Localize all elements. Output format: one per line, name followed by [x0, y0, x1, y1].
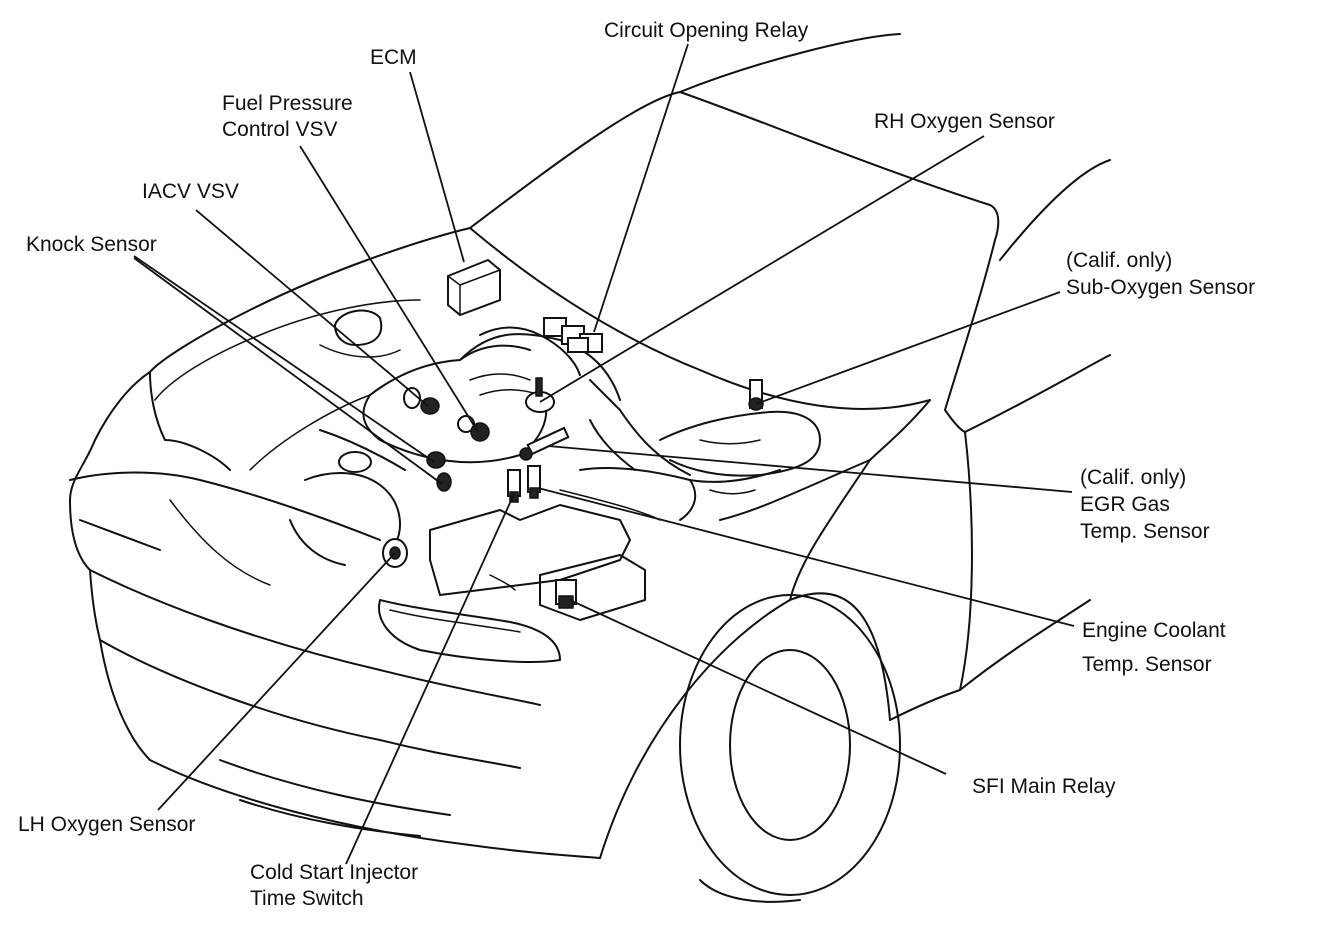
label-fuel-pressure-line1: Fuel Pressure — [222, 92, 353, 115]
cold-start-time-switch-part — [507, 469, 521, 503]
label-fuel-pressure-line2: Control VSV — [222, 118, 338, 141]
label-sfi-main-relay: SFI Main Relay — [972, 775, 1116, 798]
label-egr-line3: Temp. Sensor — [1080, 520, 1210, 543]
label-iacv-vsv: IACV VSV — [142, 180, 239, 203]
label-sub-oxygen-line2: Sub-Oxygen Sensor — [1066, 276, 1255, 299]
circuit-opening-relay-part — [543, 317, 603, 353]
label-cold-start-line2: Time Switch — [250, 887, 364, 910]
egr-gas-temp-sensor-part — [519, 426, 570, 461]
label-coolant-line2: Temp. Sensor — [1082, 653, 1212, 676]
fuel-pressure-vsv-part — [457, 415, 490, 442]
coolant-temp-sensor-part — [527, 465, 541, 499]
label-circuit-opening-relay: Circuit Opening Relay — [604, 19, 809, 42]
engine-bay — [289, 309, 821, 621]
label-egr-line2: EGR Gas — [1080, 493, 1170, 516]
label-ecm: ECM — [370, 46, 417, 69]
iacv-vsv-part — [403, 387, 440, 415]
component-labels: Circuit Opening Relay ECM Fuel Pressure … — [18, 19, 1255, 910]
label-coolant-line1: Engine Coolant — [1082, 619, 1226, 642]
sub-oxygen-sensor-part — [748, 379, 764, 411]
ecm-unit — [447, 258, 501, 317]
label-egr-line1: (Calif. only) — [1080, 466, 1186, 489]
leader-lines — [133, 43, 1075, 865]
label-lh-oxygen-sensor: LH Oxygen Sensor — [18, 813, 195, 836]
label-cold-start-line1: Cold Start Injector — [250, 861, 418, 884]
rh-oxygen-sensor-part — [525, 377, 555, 413]
label-rh-oxygen-sensor: RH Oxygen Sensor — [874, 110, 1055, 133]
sfi-main-relay-part — [555, 579, 577, 609]
label-sub-oxygen-line1: (Calif. only) — [1066, 249, 1172, 272]
knock-sensor-part — [426, 451, 452, 492]
label-knock-sensor: Knock Sensor — [26, 233, 157, 256]
